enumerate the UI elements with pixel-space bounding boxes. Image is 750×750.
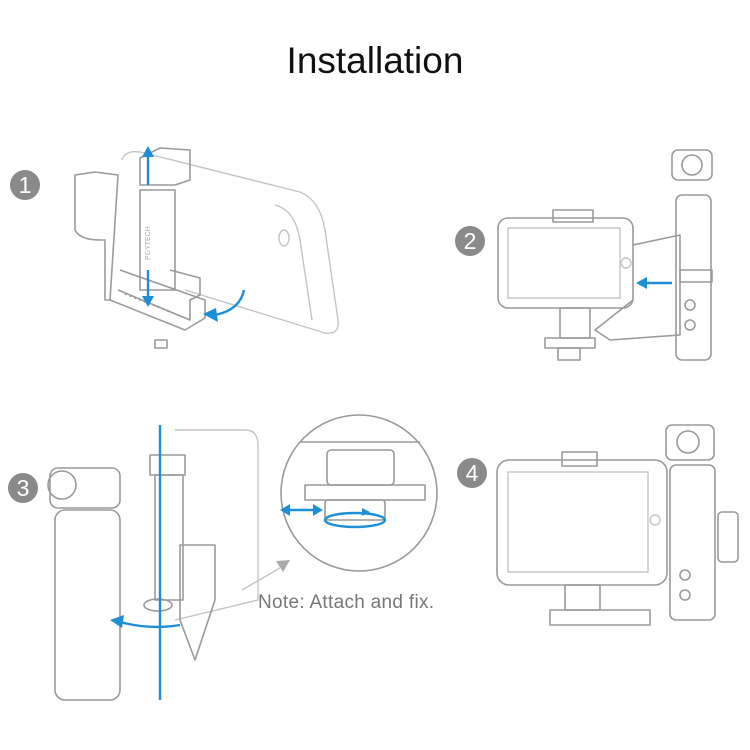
double-arrow-icon	[313, 504, 323, 516]
grip-bracket	[179, 544, 216, 661]
note-text: Note: Attach and fix.	[258, 592, 435, 613]
phone-outline	[121, 150, 339, 334]
rotate-arrow-icon	[362, 508, 370, 516]
pocket-camera	[675, 194, 712, 361]
phone-clamp	[139, 189, 176, 291]
brand-logo: PGYTECH	[145, 226, 152, 260]
detail-zoom-circle	[280, 414, 438, 572]
phone-outline	[497, 217, 634, 309]
phone-clamp	[154, 474, 184, 601]
grip-bracket	[74, 171, 119, 301]
pocket-camera	[54, 509, 121, 701]
step-4-badge: 4	[457, 458, 487, 488]
step-4-illustration	[496, 424, 739, 626]
rotate-arrow-icon	[203, 308, 218, 322]
page-title: Installation	[286, 40, 464, 81]
rotate-arrow-icon	[110, 615, 124, 628]
arrow-left-icon	[636, 277, 647, 289]
step-3-illustration	[47, 425, 290, 701]
arrow-up-icon	[142, 146, 154, 157]
step-3-badge: 3	[8, 473, 38, 503]
step-1-badge: 1	[10, 170, 40, 200]
step-2-badge: 2	[455, 226, 485, 256]
step-2-illustration	[497, 149, 713, 361]
phone-outline	[496, 459, 668, 586]
pocket-camera	[669, 464, 716, 621]
arrow-down-icon	[142, 296, 154, 307]
pointer-arrow-icon	[276, 560, 290, 572]
step-1-illustration: PGYTECH	[74, 146, 339, 349]
